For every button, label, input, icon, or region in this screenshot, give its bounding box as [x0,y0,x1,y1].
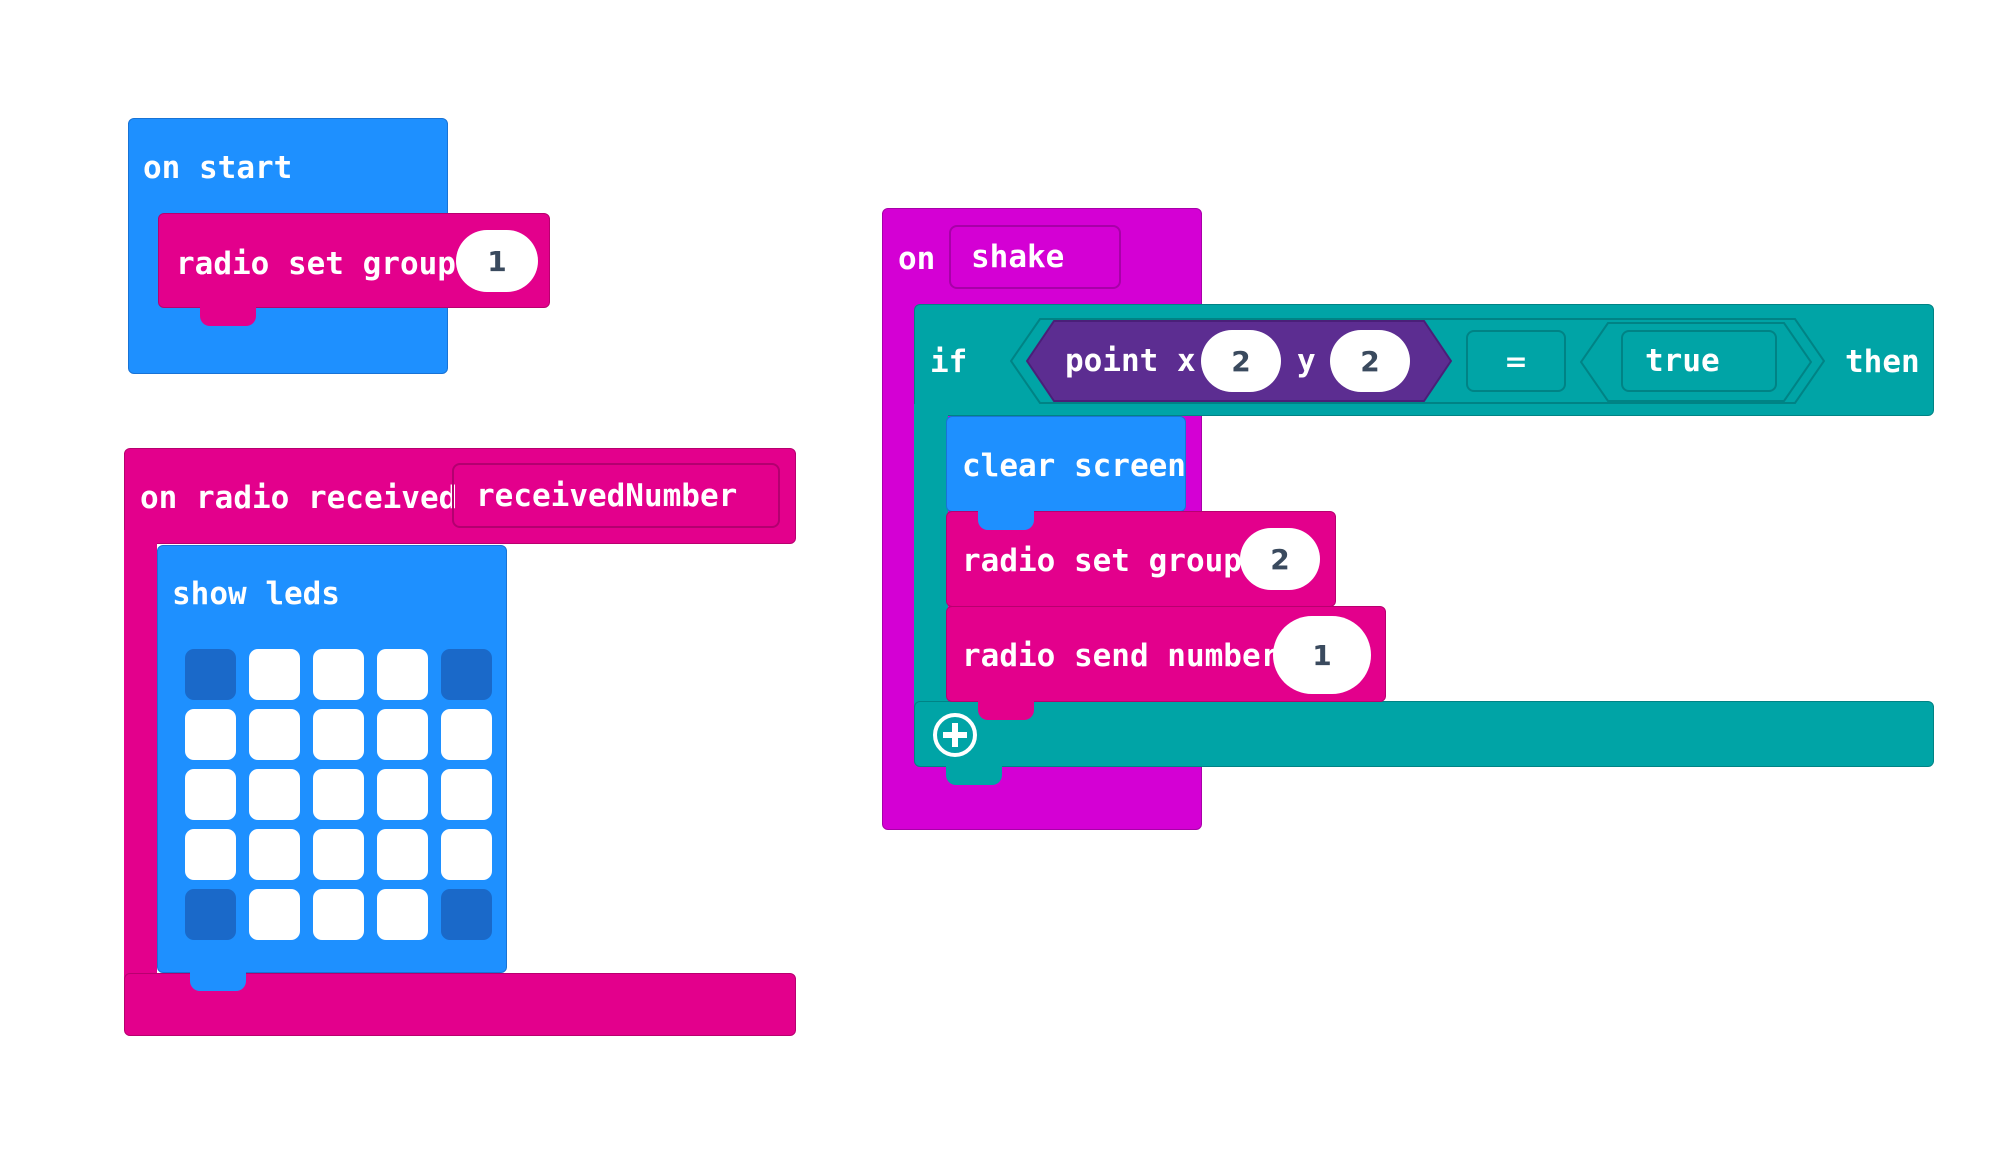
led-cell[interactable] [185,829,236,880]
led-cell[interactable] [313,709,364,760]
if-label: if [930,344,968,380]
led-cell[interactable] [313,769,364,820]
led-cell[interactable] [377,709,428,760]
point-y-input[interactable]: 2 [1330,330,1410,392]
radio-set-group-label: radio set group [962,543,1242,579]
led-cell[interactable] [185,709,236,760]
led-cell[interactable] [441,649,492,700]
radio-set-group-label: radio set group [176,246,456,282]
clear-screen-label: clear screen [962,448,1186,484]
operator-dropdown[interactable]: = [1466,330,1566,392]
block-notch [978,510,1034,530]
then-label: then [1845,344,1920,380]
group-number-input[interactable]: 1 [456,230,538,292]
point-x-input[interactable]: 2 [1201,330,1281,392]
on-radio-received-label: on radio received [140,480,458,516]
led-cell[interactable] [313,889,364,940]
block-notch [978,700,1034,720]
led-cell[interactable] [313,649,364,700]
led-cell[interactable] [441,889,492,940]
led-cell[interactable] [377,889,428,940]
led-cell[interactable] [441,769,492,820]
led-cell[interactable] [185,649,236,700]
block-notch [190,971,246,991]
group-number-input[interactable]: 2 [1240,528,1320,590]
plus-circle-icon[interactable] [932,712,978,758]
led-cell[interactable] [249,709,300,760]
led-cell[interactable] [377,649,428,700]
led-cell[interactable] [377,769,428,820]
received-number-param[interactable]: receivedNumber [452,463,780,528]
led-grid [185,649,495,949]
show-leds-label: show leds [172,576,340,612]
on-gesture-label: on [898,241,936,277]
condition-outline [1010,318,1825,404]
point-x-label: point x [1065,343,1196,379]
on-radio-received-arm [124,530,157,980]
led-cell[interactable] [249,829,300,880]
led-cell[interactable] [313,829,364,880]
led-cell[interactable] [441,709,492,760]
if-then-arm [914,404,948,714]
true-dropdown[interactable]: true [1621,330,1777,392]
gesture-dropdown[interactable]: shake [949,225,1121,289]
block-notch [200,306,256,326]
led-cell[interactable] [185,889,236,940]
radio-send-number-label: radio send number [962,638,1280,674]
on-start-label: on start [143,150,293,186]
led-cell[interactable] [249,649,300,700]
block-notch [946,765,1002,785]
point-y-label: y [1297,343,1316,379]
led-cell[interactable] [249,889,300,940]
if-then-footer [914,701,1934,767]
send-number-input[interactable]: 1 [1273,616,1371,694]
led-cell[interactable] [377,829,428,880]
led-cell[interactable] [249,769,300,820]
led-cell[interactable] [185,769,236,820]
led-cell[interactable] [441,829,492,880]
true-block[interactable] [1580,322,1812,402]
